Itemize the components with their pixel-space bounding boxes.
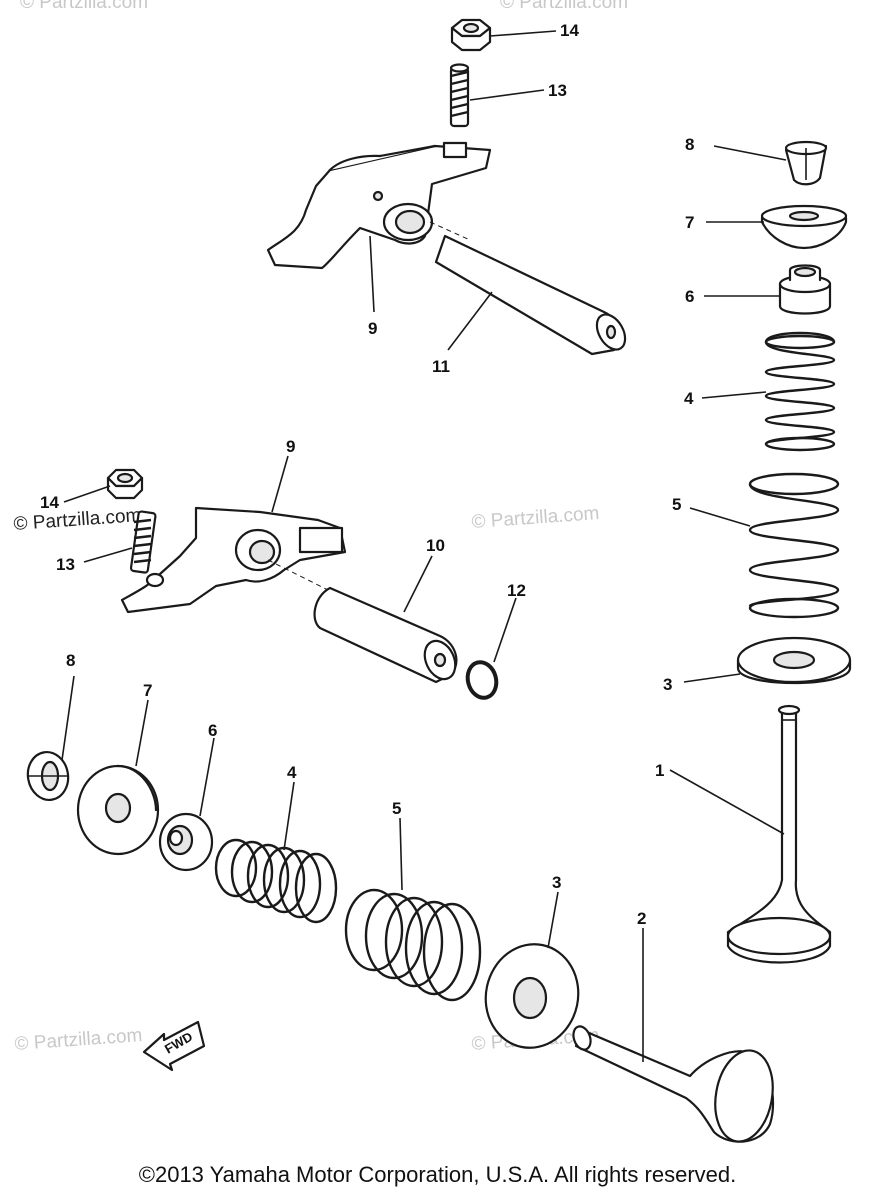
callout-5-upper: 5 [672,495,681,514]
spring-seat-right [736,636,852,685]
rocker-arm-lower [120,506,347,614]
callout-13-upper: 13 [548,81,567,100]
valve-right [726,704,832,964]
outer-spring-left [344,888,482,1002]
watermark-top-left: © Partzilla.com [20,0,148,13]
copyright-notice: ©2013 Yamaha Motor Corporation, U.S.A. A… [138,1162,737,1187]
leader-lines [61,30,787,1062]
callout-2: 2 [637,909,646,928]
callout-7-lower: 7 [143,681,152,700]
stem-seal-left [158,812,214,872]
outer-spring-right [748,472,840,619]
callout-3-lower: 3 [552,873,561,892]
callout-7-upper: 7 [685,213,694,232]
callout-10: 10 [426,536,445,555]
watermark-bottom-left: © Partzilla.com [14,1025,143,1055]
callout-13-lower: 13 [56,555,75,574]
nut-upper [450,18,492,52]
rocker-arm-upper [266,141,492,270]
valve-left [572,1025,775,1143]
adjusting-screw-lower [129,510,157,574]
inner-spring-right [764,331,836,452]
valve-cotter-left [26,751,70,801]
callout-9-lower: 9 [286,437,295,456]
adjusting-screw-upper [449,63,470,128]
callout-12: 12 [507,581,526,600]
callouts: 14 13 8 7 6 9 11 4 9 5 14 13 10 12 3 8 7… [40,21,694,928]
valve-cotter-right [784,140,828,186]
spring-retainer-left [76,764,160,856]
callout-14-lower: 14 [40,493,59,512]
callout-6-upper: 6 [685,287,694,306]
forward-arrow-icon: FWD [142,1020,206,1072]
rocker-shaft-lower [267,559,458,684]
callout-8-upper: 8 [685,135,694,154]
callout-5-lower: 5 [392,799,401,818]
spring-seat-left [484,943,580,1049]
o-ring [465,660,499,700]
callout-1: 1 [655,761,664,780]
callout-4-lower: 4 [287,763,297,782]
callout-9-upper: 9 [368,319,377,338]
callout-14-upper: 14 [560,21,579,40]
inner-spring-left [214,838,338,924]
callout-4-upper: 4 [684,389,694,408]
callout-11: 11 [432,357,450,376]
watermark-middle: © Partzilla.com [471,503,600,533]
watermark-left-dark: © Partzilla.com [13,505,142,535]
watermark-top-center: © Partzilla.com [500,0,628,13]
callout-8-lower: 8 [66,651,75,670]
spring-retainer-right [760,204,848,250]
callout-3-upper: 3 [663,675,672,694]
nut-lower [106,468,144,500]
callout-6-lower: 6 [208,721,217,740]
stem-seal-right [778,264,832,315]
rocker-shaft-upper [429,221,627,356]
